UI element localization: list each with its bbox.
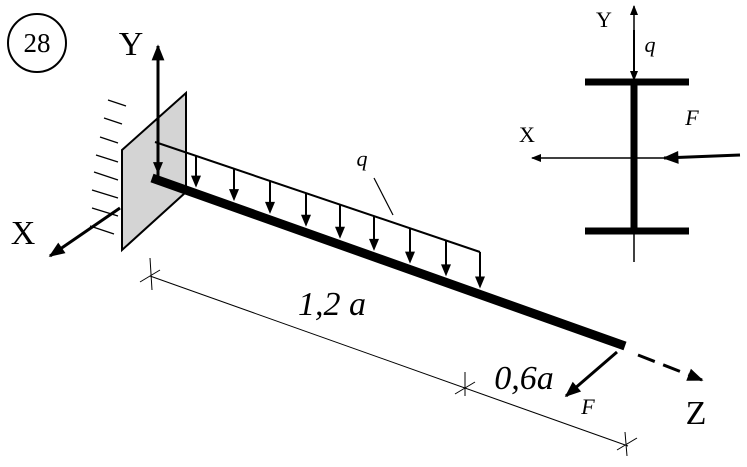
load-arrowhead (369, 238, 379, 251)
load-arrowhead (301, 214, 311, 227)
load-arrowhead (191, 175, 201, 188)
problem-number-badge: 28 (7, 13, 67, 73)
load-arrowhead (153, 162, 163, 175)
load-arrowhead (335, 226, 345, 239)
force-f-arrow (564, 350, 618, 398)
cross-section: Y q X F (519, 5, 741, 262)
section-force-label: F (684, 105, 699, 130)
section-force-arrow (662, 151, 741, 164)
load-arrowhead (441, 264, 451, 277)
load-arrowhead (405, 251, 415, 264)
force-f-label: F (580, 394, 595, 419)
dimension-line (149, 275, 629, 447)
wall-support (89, 90, 187, 253)
load-arrowhead (475, 276, 485, 289)
problem-number: 28 (24, 28, 51, 58)
dimension-span-1: 1,2 a (298, 286, 366, 323)
load-arrowhead (265, 201, 275, 214)
section-y-label: Y (596, 7, 612, 32)
load-q-label: q (357, 146, 368, 171)
y-axis-label: Y (119, 26, 144, 63)
x-axis-arrow (48, 206, 121, 258)
load-arrowhead (229, 189, 239, 202)
load-envelope-line (154, 141, 481, 253)
dimension-span-2: 0,6a (494, 360, 554, 397)
z-axis-label: Z (686, 395, 707, 432)
section-x-label: X (519, 122, 535, 147)
dimension-lines (139, 257, 638, 457)
load-arrows (153, 143, 485, 289)
beam (150, 173, 627, 351)
distributed-load-q: q (153, 141, 485, 289)
z-axis-arrow (637, 353, 704, 382)
section-q-label: q (645, 32, 656, 57)
x-axis-label: X (11, 215, 36, 252)
q-leader-line (373, 177, 394, 216)
